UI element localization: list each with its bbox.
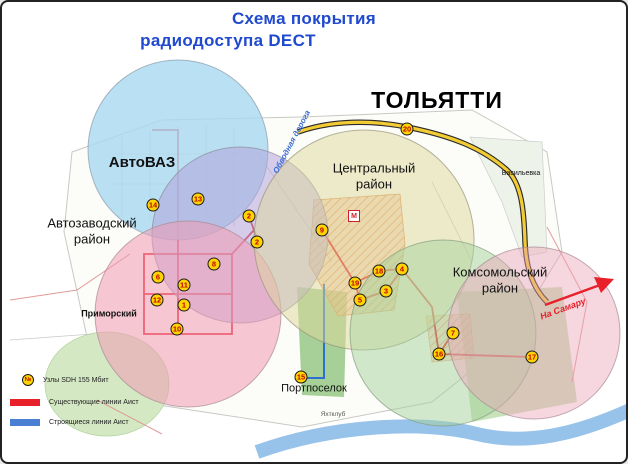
node-marker-2: 2 bbox=[242, 209, 256, 223]
line-swatch bbox=[10, 399, 40, 406]
landmark-icon: М bbox=[348, 210, 360, 222]
node-marker-16: 16 bbox=[432, 347, 446, 361]
samara-arrow bbox=[544, 277, 614, 307]
node-marker-11: 11 bbox=[177, 278, 191, 292]
line-swatch bbox=[10, 419, 40, 426]
node-marker-10: 10 bbox=[170, 322, 184, 336]
legend-label: Строящиеся линии Аист bbox=[49, 419, 129, 426]
node-marker-5: 5 bbox=[353, 293, 367, 307]
district-label-avtozavodsky: Автозаводский район bbox=[47, 215, 137, 246]
highway bbox=[297, 119, 549, 304]
legend-label: Узлы SDH 155 Мбит bbox=[43, 376, 109, 384]
node-marker-18: 18 bbox=[372, 264, 386, 278]
district-label-central: Центральный район bbox=[332, 160, 416, 191]
legend-item: № Узлы SDH 155 Мбит bbox=[22, 374, 139, 386]
page-title-line1: Схема покрытия bbox=[231, 9, 377, 28]
node-marker-20: 20 bbox=[400, 122, 414, 136]
town-label-yachtclub: Яхтклуб bbox=[320, 411, 346, 419]
coverage-komsomolsky bbox=[349, 239, 537, 427]
node-marker-1: 1 bbox=[177, 298, 191, 312]
city-label: ТОЛЬЯТТИ bbox=[371, 87, 503, 114]
node-marker-4: 4 bbox=[395, 262, 409, 276]
node-marker-9: 9 bbox=[315, 223, 329, 237]
node-marker-14: 14 bbox=[146, 198, 160, 212]
district-label-komsomolsky: Комсомольский район bbox=[452, 264, 548, 295]
town-label-vasilyevka: Васильевка bbox=[501, 169, 541, 177]
node-marker-13: 13 bbox=[191, 192, 205, 206]
node-marker-3: 3 bbox=[379, 284, 393, 298]
river bbox=[254, 404, 626, 459]
coverage-pink-left bbox=[94, 220, 282, 408]
town-label-primorsky: Приморский bbox=[81, 308, 137, 319]
node-marker-15: 15 bbox=[294, 370, 308, 384]
node-marker-12: 12 bbox=[150, 293, 164, 307]
sdh-node-icon: № bbox=[22, 374, 34, 386]
node-marker-6: 6 bbox=[151, 270, 165, 284]
legend-item: Существующие линии Аист bbox=[10, 399, 139, 406]
legend-label: Существующие линии Аист bbox=[49, 399, 139, 406]
node-marker-17: 17 bbox=[525, 350, 539, 364]
district-label-avtovaz: АвтоВАЗ bbox=[108, 154, 176, 171]
node-marker-19: 19 bbox=[348, 276, 362, 290]
node-marker-2: 2 bbox=[250, 235, 264, 249]
node-marker-7: 7 bbox=[446, 326, 460, 340]
node-marker-8: 8 bbox=[207, 257, 221, 271]
legend-item: Строящиеся линии Аист bbox=[10, 419, 139, 426]
page-title-line2: радиодоступа DECT bbox=[140, 31, 316, 50]
town-label-portposelok: Портпоселок bbox=[281, 382, 347, 395]
